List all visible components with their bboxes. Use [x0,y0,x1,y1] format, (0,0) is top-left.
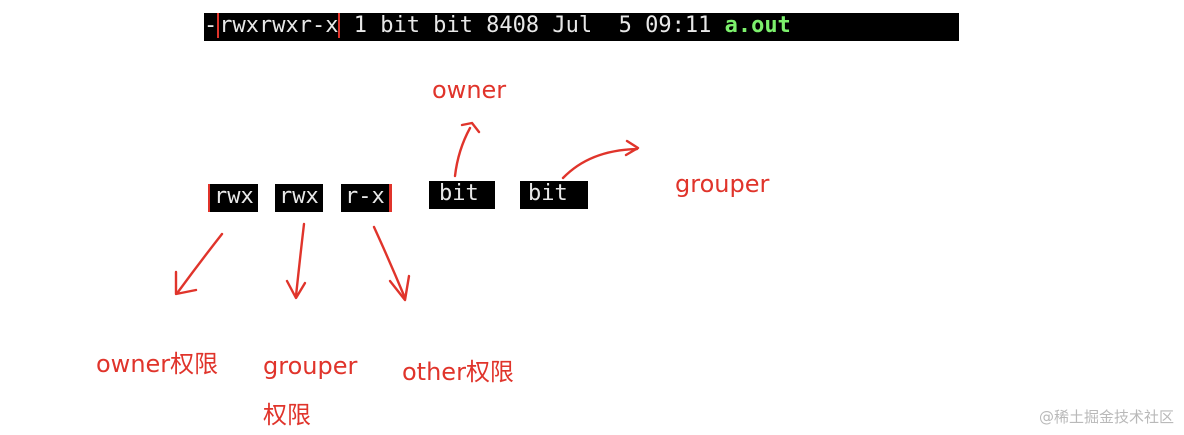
owner-label: owner [432,76,507,104]
arrow-other-permission [372,225,411,302]
arrow-grouper-permission [285,222,307,300]
other-permission-label: other权限 [402,358,514,386]
terminal-listing-line: -rwxrwxr-x 1 bit bit 8408 Jul 5 09:11 a.… [204,13,959,41]
permission-string: rwxrwxr-x [217,13,341,38]
filename: a.out [724,13,791,38]
arrow-owner-permission [174,232,224,296]
arrow-to-owner-label [453,121,481,178]
owner-permission-chip: rwx [208,184,258,212]
arrow-to-grouper-label [561,139,640,180]
group-name-chip: bit [520,181,588,209]
listing-details: 1 bit bit 8408 Jul 5 09:11 [340,13,725,38]
file-type-char: - [204,13,218,38]
owner-name-chip: bit [429,181,495,209]
grouper-permission-label-line2: 权限 [263,401,311,429]
owner-permission-label: owner权限 [96,350,219,378]
other-permission-chip: r-x [341,184,392,212]
grouper-label: grouper [675,170,770,198]
grouper-permission-label-line1: grouper [263,352,358,380]
watermark: @稀土掘金技术社区 [1038,408,1174,426]
group-permission-chip: rwx [275,184,323,212]
